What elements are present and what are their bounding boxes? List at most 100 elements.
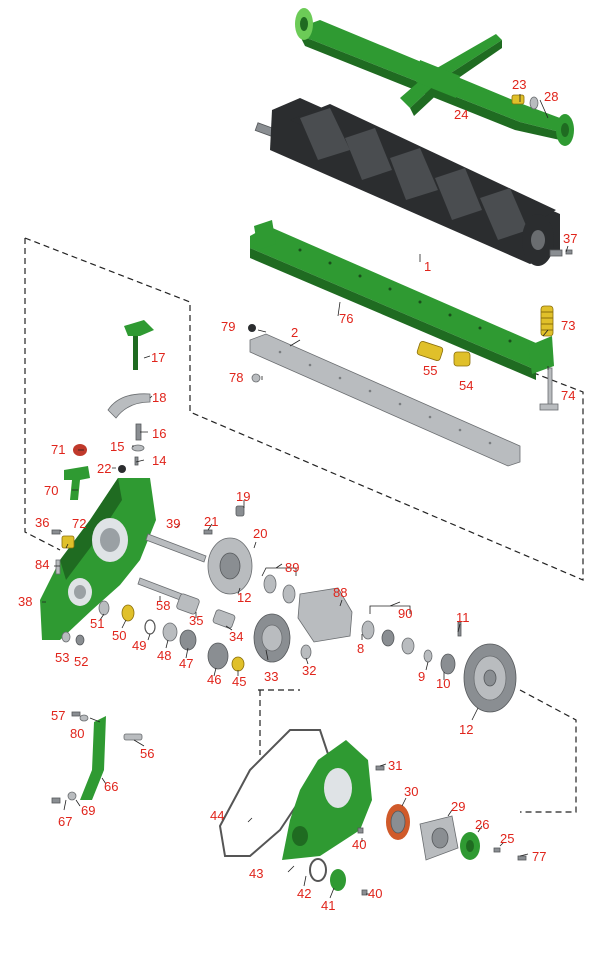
spring-73 [540, 305, 554, 337]
adjuster-74 [539, 367, 559, 411]
spring-56 [123, 733, 143, 741]
washer-80 [79, 714, 89, 722]
coupler-88 [297, 587, 353, 643]
callout-71: 71 [51, 442, 65, 457]
callout-14: 14 [152, 453, 166, 468]
screw-36 [51, 529, 61, 535]
callout-41: 41 [321, 898, 335, 913]
callout-23: 23 [512, 77, 526, 92]
reel-assembly-dashed-outline [24, 237, 584, 581]
callout-74: 74 [561, 388, 575, 403]
callout-46: 46 [207, 672, 221, 687]
callout-44: 44 [210, 808, 224, 823]
callout-22: 22 [97, 461, 111, 476]
callout-40-lower: 40 [368, 886, 382, 901]
screw-57 [71, 711, 81, 717]
ring-49 [144, 619, 156, 635]
callout-53: 53 [55, 650, 69, 665]
callout-67: 67 [58, 814, 72, 829]
callout-24: 24 [454, 107, 468, 122]
screw-31 [375, 765, 385, 771]
bushing-34 [212, 609, 236, 629]
side-plate-38 [40, 478, 156, 640]
screw-21 [203, 529, 213, 535]
gear-46 [207, 642, 229, 670]
bracket-66 [80, 716, 106, 800]
callout-11: 11 [456, 610, 470, 625]
screw-40b [361, 889, 368, 896]
callout-35: 35 [189, 613, 203, 628]
seal-30 [386, 804, 410, 840]
callout-21: 21 [204, 514, 218, 529]
washer-28 [529, 96, 539, 110]
callout-52: 52 [74, 654, 88, 669]
callout-72: 72 [72, 516, 86, 531]
cap-41 [330, 869, 346, 891]
side-plate-dashed-outline [24, 238, 61, 551]
washer-32 [300, 644, 312, 660]
callout-12-gear: 12 [459, 722, 473, 737]
callout-47: 47 [179, 656, 193, 671]
bearing-housing-20 [207, 537, 253, 595]
callout-48: 48 [157, 648, 171, 663]
callout-37: 37 [563, 231, 577, 246]
callout-39: 39 [166, 516, 180, 531]
callout-56: 56 [140, 746, 154, 761]
callout-10: 10 [436, 676, 450, 691]
callout-16: 16 [152, 426, 166, 441]
bearing-23 [511, 94, 525, 105]
spacer-72 [61, 535, 75, 549]
bearing-set-89 [263, 574, 296, 604]
callout-26: 26 [475, 817, 489, 832]
callout-1: 1 [424, 259, 431, 274]
nut-22 [118, 465, 126, 473]
gear-33 [253, 613, 291, 663]
callout-30: 30 [404, 784, 418, 799]
washer-69 [67, 791, 77, 801]
adjuster-knob-17 [124, 320, 154, 370]
callout-18: 18 [152, 390, 166, 405]
callout-34: 34 [229, 629, 243, 644]
callout-51: 51 [90, 616, 104, 631]
callout-58: 58 [156, 598, 170, 613]
bearing-48 [162, 622, 178, 642]
cutting-reel [254, 98, 563, 266]
shaft-39 [145, 533, 207, 563]
callout-84: 84 [35, 557, 49, 572]
pin-14 [134, 456, 139, 466]
callout-28: 28 [544, 89, 558, 104]
callout-54: 54 [459, 378, 473, 393]
callout-88: 88 [333, 585, 347, 600]
callout-19: 19 [236, 489, 250, 504]
spacer-54 [453, 351, 471, 367]
cover-43 [282, 740, 372, 860]
callout-42: 42 [297, 886, 311, 901]
callout-50: 50 [112, 628, 126, 643]
screw-37 [565, 249, 573, 255]
callout-labels: 1 2 8 9 10 11 12 12 14 15 16 17 18 19 20… [18, 77, 577, 913]
callout-89: 89 [285, 560, 299, 575]
callout-12-housing: 12 [237, 590, 251, 605]
callout-40-upper: 40 [352, 837, 366, 852]
screw-40a [357, 827, 364, 834]
callout-15: 15 [110, 439, 124, 454]
support-shaft-24 [295, 8, 574, 146]
screw-67 [51, 797, 61, 804]
callout-32: 32 [302, 663, 316, 678]
callout-17: 17 [151, 350, 165, 365]
callout-73: 73 [561, 318, 575, 333]
nut-79 [248, 324, 256, 332]
drive-gear-12 [463, 643, 517, 713]
callout-9: 9 [418, 669, 425, 684]
screw-78 [251, 373, 261, 383]
pin-11 [457, 621, 462, 637]
washer-9 [423, 649, 433, 663]
callout-77: 77 [532, 849, 546, 864]
callout-49: 49 [132, 638, 146, 653]
callout-2: 2 [291, 325, 298, 340]
pin-84 [55, 559, 61, 575]
washer-15 [131, 444, 145, 452]
pin-25 [493, 847, 501, 853]
hub-26 [460, 832, 480, 860]
